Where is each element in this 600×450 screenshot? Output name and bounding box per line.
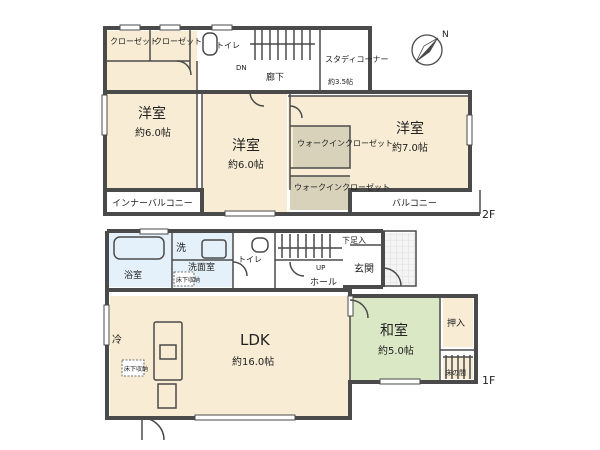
fridge-label: 冷 xyxy=(112,333,122,346)
study-size: 約3.5帖 xyxy=(328,77,353,86)
closet-b-floor xyxy=(151,31,185,61)
floor1-label: 1F xyxy=(482,374,495,387)
ldk-name: LDK xyxy=(240,331,271,349)
under-storage-box-1 xyxy=(173,271,195,287)
floor2-label: 2F xyxy=(482,208,495,221)
door-arc xyxy=(249,91,265,107)
east-bedroom-name: 洋室 xyxy=(396,120,424,137)
under-storage-1-label: 床下収納 xyxy=(176,276,200,284)
bath-label: 浴室 xyxy=(124,269,142,281)
front-door-arc xyxy=(382,267,402,287)
dn-label: DN xyxy=(236,64,247,72)
corridor-label: 廊下 xyxy=(266,71,284,83)
tokonoma-slats xyxy=(443,355,473,379)
inner-balcony-label: インナーバルコニー xyxy=(112,198,193,209)
stairs-2f xyxy=(250,30,315,60)
oshiire-floor xyxy=(443,297,473,347)
door-arc xyxy=(289,105,303,119)
center-bedroom-floor xyxy=(202,94,287,212)
closet-a-label: クローゼット xyxy=(110,36,158,46)
wic2-label: ウォークインクローゼット xyxy=(294,182,390,192)
ldk-floor xyxy=(110,296,350,416)
door-arc xyxy=(349,299,369,319)
balcony-label: バルコニー xyxy=(392,198,437,209)
under-storage-2-label: 床下収納 xyxy=(124,365,148,373)
oshiire-label: 押入 xyxy=(447,317,465,329)
west-bedroom-size: 約6.0帖 xyxy=(135,126,171,139)
wic1-label: ウォークインクローゼット xyxy=(297,138,393,148)
door-arc xyxy=(176,60,192,76)
tokonoma-label: 床の間 xyxy=(445,368,466,377)
kitchen-counter xyxy=(153,321,183,381)
washitsu-name: 和室 xyxy=(380,322,408,339)
wic2-floor xyxy=(290,176,350,210)
stairs-1f xyxy=(278,234,342,258)
door-arc xyxy=(232,261,248,277)
shoebox-label: 下足入 xyxy=(342,236,366,245)
toilet-fixture-2f xyxy=(202,32,218,56)
cooktop xyxy=(157,383,177,409)
door-arc xyxy=(289,261,305,277)
bathtub xyxy=(113,236,165,260)
wash-label: 洗 xyxy=(176,242,186,254)
entrance-label: 玄関 xyxy=(354,262,374,275)
powder-label: 洗面室 xyxy=(188,261,215,273)
center-bedroom-size: 約6.0帖 xyxy=(228,158,264,171)
washitsu-floor xyxy=(350,296,440,380)
washitsu-size: 約5.0帖 xyxy=(378,344,414,357)
closet-b-label: クローゼット xyxy=(154,36,202,46)
wash-basin xyxy=(201,239,227,259)
up-label: UP xyxy=(316,264,325,272)
east-bedroom-size: 約7.0帖 xyxy=(392,141,428,154)
north-label: N xyxy=(442,30,449,40)
ldk-size: 約16.0帖 xyxy=(232,355,274,368)
first-floor: 洗 洗面室 浴室 床下収納 トイレ UP ホール 下足入 玄関 冷 床下収納 L… xyxy=(103,228,495,441)
closet-a-floor xyxy=(107,31,150,61)
toilet-fixture-1f xyxy=(251,237,269,253)
bath-floor xyxy=(109,233,172,287)
toilet-label-2f: トイレ xyxy=(216,41,240,50)
north-arrow-icon: N xyxy=(411,30,449,66)
under-storage-box-2 xyxy=(121,359,145,377)
center-bedroom-name: 洋室 xyxy=(232,137,260,154)
wic1-floor xyxy=(293,126,350,168)
entry-door-arc xyxy=(141,417,165,441)
west-bedroom-name: 洋室 xyxy=(138,105,166,122)
second-floor: クローゼット クローゼット トイレ DN 廊下 スタディコーナー 約3.5帖 洋… xyxy=(101,24,495,221)
toilet-label-1f: トイレ xyxy=(238,255,262,264)
hall-label: ホール xyxy=(310,277,337,288)
study-label: スタディコーナー xyxy=(325,54,388,64)
kitchen-sink xyxy=(159,344,177,360)
